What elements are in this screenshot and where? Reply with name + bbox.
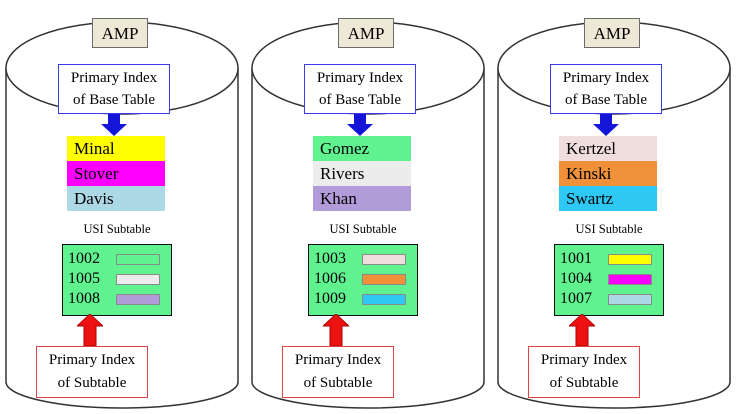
usi-subtable-box: 1002 1005 1008	[62, 244, 172, 316]
arrow-down-icon	[347, 114, 373, 136]
base-table-primary-index-box: Primary Index of Base Table	[304, 64, 416, 114]
base-table-row: Davis	[67, 186, 165, 211]
amp-label: AMP	[584, 18, 640, 48]
usi-row-swatch	[608, 254, 652, 265]
base-table-primary-index-box: Primary Index of Base Table	[550, 64, 662, 114]
base-index-line-2: of Base Table	[565, 92, 647, 108]
usi-row-swatch	[116, 254, 160, 265]
usi-row-id: 1005	[68, 270, 100, 287]
amp-label: AMP	[338, 18, 394, 48]
base-index-line-1: Primary Index	[562, 70, 650, 86]
subtable-index-line-1: Primary Index	[294, 352, 382, 368]
subtable-index-line-2: of Subtable	[57, 375, 127, 391]
amp-unit: AMP Primary Index of Base Table Kertzel …	[492, 0, 737, 414]
subtable-primary-index-box: Primary Index of Subtable	[528, 346, 640, 398]
base-index-line-1: Primary Index	[316, 70, 404, 86]
amp-unit: AMP Primary Index of Base Table Gomez Ri…	[246, 0, 491, 414]
usi-subtable-box: 1003 1006 1009	[308, 244, 418, 316]
arrow-up-icon	[77, 314, 103, 346]
usi-row-swatch	[608, 294, 652, 305]
base-index-line-2: of Base Table	[319, 92, 401, 108]
usi-row: 1001	[560, 249, 660, 269]
arrow-up-icon	[323, 314, 349, 346]
usi-row-id: 1009	[314, 290, 346, 307]
usi-row-id: 1008	[68, 290, 100, 307]
usi-row-id: 1006	[314, 270, 346, 287]
base-index-line-2: of Base Table	[73, 92, 155, 108]
usi-row: 1004	[560, 269, 660, 289]
usi-subtable-title: USI Subtable	[83, 222, 151, 236]
base-table-row: Minal	[67, 136, 165, 161]
subtable-index-line-2: of Subtable	[549, 375, 619, 391]
usi-row-swatch	[362, 254, 406, 265]
subtable-primary-index-box: Primary Index of Subtable	[36, 346, 148, 398]
usi-row: 1006	[314, 269, 414, 289]
usi-row-id: 1001	[560, 250, 592, 267]
usi-row-swatch	[116, 274, 160, 285]
usi-row: 1002	[68, 249, 168, 269]
usi-subtable-title: USI Subtable	[575, 222, 643, 236]
usi-row: 1009	[314, 289, 414, 309]
base-table-row: Gomez	[313, 136, 411, 161]
base-table-rows: Gomez Rivers Khan	[313, 136, 411, 211]
usi-subtable-box: 1001 1004 1007	[554, 244, 664, 316]
usi-row-swatch	[116, 294, 160, 305]
usi-subtable-title: USI Subtable	[329, 222, 397, 236]
base-table-row: Stover	[67, 161, 165, 186]
amp-unit: AMP Primary Index of Base Table Minal St…	[0, 0, 245, 414]
base-table-primary-index-box: Primary Index of Base Table	[58, 64, 170, 114]
base-index-line-1: Primary Index	[70, 70, 158, 86]
base-table-row: Swartz	[559, 186, 657, 211]
arrow-down-icon	[593, 114, 619, 136]
subtable-index-line-2: of Subtable	[303, 375, 373, 391]
base-table-rows: Minal Stover Davis	[67, 136, 165, 211]
usi-row-id: 1003	[314, 250, 346, 267]
usi-row-swatch	[608, 274, 652, 285]
usi-row: 1005	[68, 269, 168, 289]
base-table-row: Rivers	[313, 161, 411, 186]
arrow-down-icon	[101, 114, 127, 136]
base-table-row: Kinski	[559, 161, 657, 186]
subtable-primary-index-box: Primary Index of Subtable	[282, 346, 394, 398]
subtable-index-line-1: Primary Index	[48, 352, 136, 368]
usi-row: 1007	[560, 289, 660, 309]
arrow-up-icon	[569, 314, 595, 346]
usi-row: 1008	[68, 289, 168, 309]
usi-row-swatch	[362, 294, 406, 305]
usi-row-id: 1002	[68, 250, 100, 267]
usi-row-id: 1007	[560, 290, 592, 307]
base-table-row: Khan	[313, 186, 411, 211]
base-table-rows: Kertzel Kinski Swartz	[559, 136, 657, 211]
usi-row-id: 1004	[560, 270, 592, 287]
subtable-index-line-1: Primary Index	[540, 352, 628, 368]
usi-row: 1003	[314, 249, 414, 269]
amp-label: AMP	[92, 18, 148, 48]
base-table-row: Kertzel	[559, 136, 657, 161]
usi-row-swatch	[362, 274, 406, 285]
